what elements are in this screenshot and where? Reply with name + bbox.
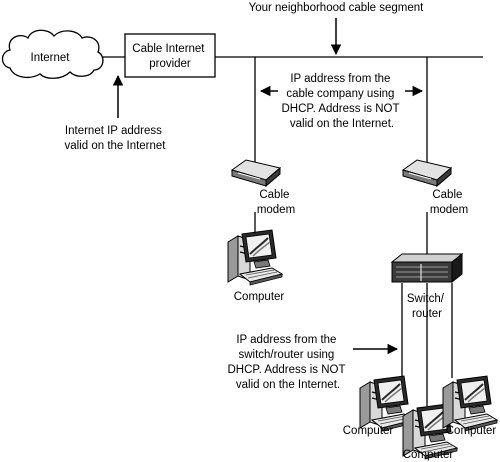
annotation-arrows	[112, 18, 424, 355]
cable-modem-left: Cable modem	[231, 159, 295, 216]
cable-ip-label: IP address from the cable company using …	[281, 73, 402, 130]
cable-modem-icon	[231, 159, 281, 187]
connection-lines	[102, 56, 483, 406]
computer-c: Computer	[442, 375, 498, 437]
computer-c-label: Computer	[446, 425, 497, 437]
internet-ip-label: Internet IP address valid on the Interne…	[64, 125, 166, 152]
provider-label: Cable Internet provider	[132, 43, 207, 70]
cable-modem-right-label: Cable modem	[430, 189, 468, 216]
provider-box: Cable Internet provider	[124, 33, 216, 78]
computer-left: Computer	[227, 229, 285, 303]
internet-label: Internet	[31, 52, 71, 64]
router-ip-label: IP address from the switch/router using …	[227, 334, 348, 391]
computer-left-label: Computer	[234, 291, 285, 303]
cable-modem-right: Cable modem	[402, 159, 468, 216]
switch-router-icon	[390, 252, 464, 284]
cable-modem-icon	[402, 159, 452, 187]
segment-label: Your neighborhood cable segment	[249, 2, 425, 14]
computer-b: Computer	[402, 403, 458, 461]
computer-b-label: Computer	[403, 449, 454, 461]
cloud-icon: Internet	[1, 29, 104, 79]
computer-a-label: Computer	[343, 425, 394, 437]
computer-icon	[227, 229, 283, 286]
computer-icon	[442, 375, 498, 432]
switch-router-label: Switch/ router	[407, 293, 447, 320]
switch-router: Switch/ router	[390, 252, 464, 320]
computer-a: Computer	[343, 375, 415, 437]
cable-modem-left-label: Cable modem	[257, 189, 295, 216]
